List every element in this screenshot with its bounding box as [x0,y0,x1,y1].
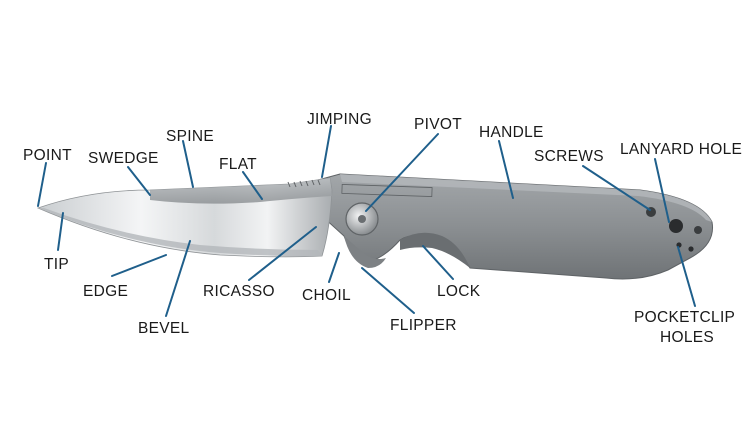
leader-handle [498,140,514,199]
label-pocketclip-holes-line1: POCKETCLIP [634,309,735,326]
label-swedge: SWEDGE [88,150,159,167]
label-choil: CHOIL [302,287,351,304]
leader-ricasso [248,226,317,281]
label-bevel: BEVEL [138,320,190,337]
label-pocketclip-holes-line2: HOLES [660,329,714,346]
label-flat: FLAT [219,156,257,173]
handle-engraving [341,184,433,197]
leader-bevel [165,240,191,317]
leader-lines [37,125,696,317]
knife [36,173,714,280]
label-pivot: PIVOT [414,116,462,133]
handle-screw-rear [694,226,702,234]
leader-lock [422,245,454,280]
flipper-tab [344,236,386,268]
label-tip: TIP [44,256,69,273]
label-spine: SPINE [166,128,214,145]
labels: POINT SWEDGE SPINE FLAT JIMPING PIVOT HA… [23,111,742,346]
label-jimping: JIMPING [307,111,372,128]
pivot-screw-center [358,215,366,223]
leader-jimping [321,125,332,178]
blade-jimping [287,179,321,188]
blade-flat [150,178,332,204]
lanyard-hole [669,219,683,233]
leader-edge [111,254,167,277]
label-ricasso: RICASSO [203,283,275,300]
label-lock: LOCK [437,283,481,300]
leader-flipper [361,267,415,314]
handle-top-edge [340,174,712,222]
pocketclip-hole-2 [688,246,694,252]
label-edge: EDGE [83,283,128,300]
label-screws: SCREWS [534,148,604,165]
handle-lock-cutout [400,232,470,268]
leader-pocketclip [677,246,696,307]
label-handle: HANDLE [479,124,544,141]
leader-choil [328,252,340,283]
leader-tip [57,212,64,251]
leader-point [37,162,47,207]
leader-screws [582,165,651,211]
label-point: POINT [23,147,72,164]
label-flipper: FLIPPER [390,317,457,334]
leader-pivot [365,133,439,212]
leader-swedge [127,166,151,196]
blade-edge-shadow [38,208,322,257]
leader-spine [182,140,194,188]
leader-lanyard [654,158,670,223]
leader-flat [242,171,263,200]
label-lanyard-hole: LANYARD HOLE [620,141,742,158]
